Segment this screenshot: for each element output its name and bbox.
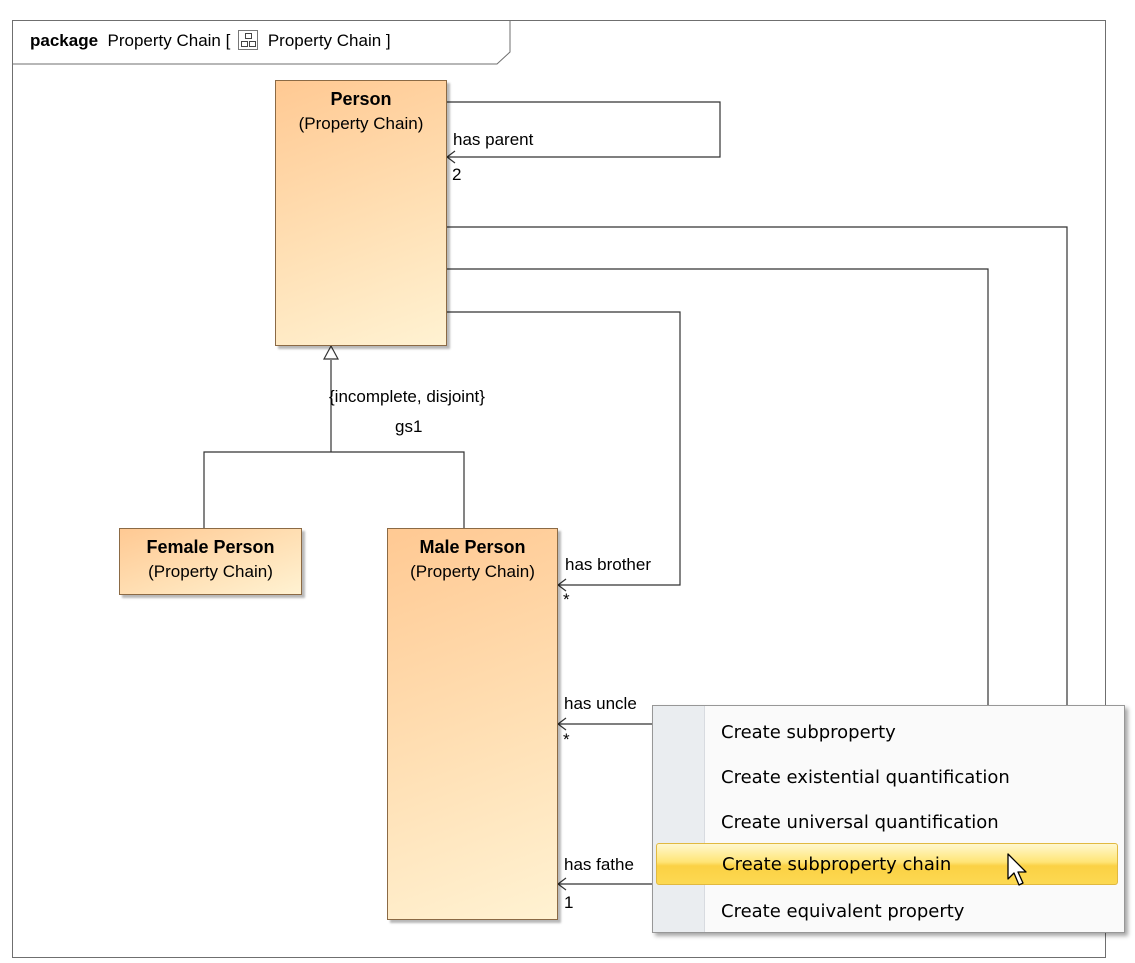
class-female-person[interactable]: Female Person (Property Chain) <box>119 528 302 595</box>
has-brother-arrowhead <box>557 578 567 592</box>
has-uncle-arrowhead <box>557 717 567 731</box>
package-frame <box>12 20 1106 958</box>
menu-item-create-equivalent-property[interactable]: Create equivalent property <box>721 901 965 922</box>
has-father-line <box>447 226 1068 705</box>
frame-diagram-name: Property Chain ] <box>267 31 391 50</box>
generalization-constraint: {incomplete, disjoint} <box>329 387 485 406</box>
has-parent-label[interactable]: has parent <box>453 130 534 149</box>
has-parent-line <box>447 101 721 158</box>
has-father-arrowhead <box>557 877 567 891</box>
has-brother-multiplicity: * <box>563 590 570 609</box>
generalization-triangle <box>322 344 340 360</box>
class-package: (Property Chain) <box>410 562 535 581</box>
mouse-pointer-icon <box>1007 853 1027 886</box>
has-brother-line <box>447 311 681 586</box>
class-name: Female Person <box>146 537 275 557</box>
has-brother-label[interactable]: has brother <box>565 555 651 574</box>
class-package: (Property Chain) <box>148 562 273 581</box>
has-parent-multiplicity: 2 <box>452 165 462 184</box>
has-uncle-line <box>447 268 989 705</box>
has-uncle-label[interactable]: has uncle <box>564 694 637 713</box>
class-male-person[interactable]: Male Person (Property Chain) <box>387 528 558 920</box>
class-name: Male Person <box>419 537 526 557</box>
has-father-label[interactable]: has fathe <box>564 855 634 874</box>
class-package: (Property Chain) <box>298 114 424 133</box>
package-name-tab <box>12 20 511 65</box>
package-frame-title: package Property Chain [ Property Chain … <box>30 30 391 51</box>
context-menu-icon-gutter <box>653 706 705 932</box>
frame-kind: package <box>30 31 99 50</box>
class-diagram-icon <box>238 30 259 50</box>
menu-item-create-subproperty-chain[interactable]: Create subproperty chain <box>656 843 1118 885</box>
generalization-branches <box>203 451 465 528</box>
class-person[interactable]: Person (Property Chain) <box>275 80 447 346</box>
menu-item-create-existential-quantification[interactable]: Create existential quantification <box>721 767 1010 788</box>
class-name: Person <box>330 89 392 109</box>
generalization-set-name: gs1 <box>395 417 423 436</box>
menu-item-create-universal-quantification[interactable]: Create universal quantification <box>721 812 999 833</box>
has-parent-arrowhead <box>446 150 456 164</box>
has-uncle-multiplicity: * <box>563 730 570 749</box>
frame-name: Property Chain [ <box>107 31 231 50</box>
has-father-multiplicity: 1 <box>564 893 574 912</box>
menu-item-create-subproperty[interactable]: Create subproperty <box>721 722 896 743</box>
context-menu: Create subproperty Create existential qu… <box>652 705 1125 933</box>
